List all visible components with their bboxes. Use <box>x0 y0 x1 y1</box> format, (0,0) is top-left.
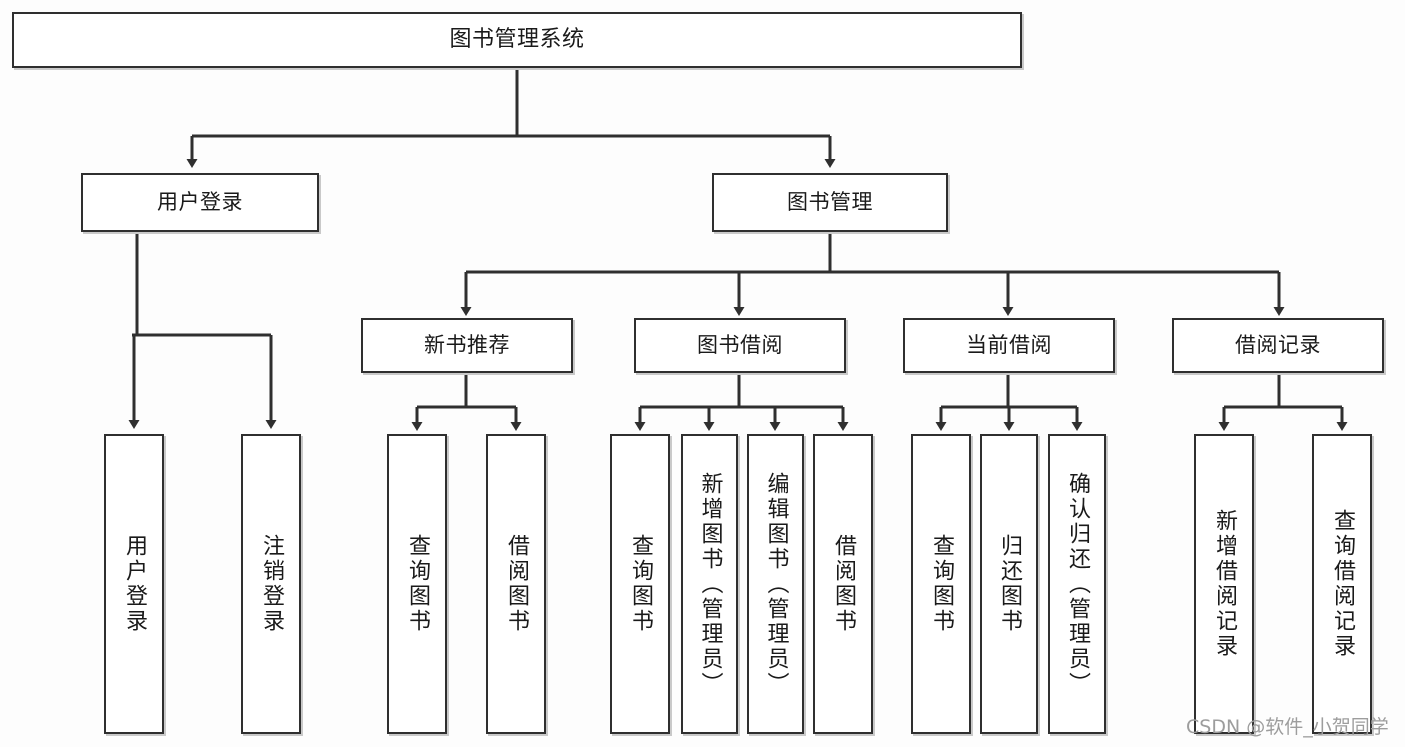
node-label: 新书推荐 <box>424 333 510 358</box>
node-label: 图书借阅 <box>697 333 783 358</box>
node-label: 当前借阅 <box>966 333 1052 358</box>
node-leaf-query-borrow-record[interactable]: 查询借阅记录 <box>1312 434 1372 734</box>
node-leaf-logout[interactable]: 注销登录 <box>241 434 301 734</box>
node-user-login[interactable]: 用户登录 <box>81 173 319 232</box>
node-label: 借阅图书 <box>504 534 529 634</box>
node-leaf-return-book[interactable]: 归还图书 <box>980 434 1038 734</box>
node-root-book-management-system[interactable]: 图书管理系统 <box>12 12 1022 68</box>
node-label: 图书管理 <box>787 190 873 215</box>
node-label: 注销登录 <box>259 534 284 634</box>
node-label: 借阅记录 <box>1235 333 1321 358</box>
node-label: 查询图书 <box>628 534 653 634</box>
node-book-management[interactable]: 图书管理 <box>712 173 948 232</box>
node-label: 编辑图书（管理员） <box>763 471 789 697</box>
node-leaf-add-borrow-record[interactable]: 新增借阅记录 <box>1194 434 1254 734</box>
node-label: 新增借阅记录 <box>1212 509 1237 659</box>
node-leaf-query-book-current[interactable]: 查询图书 <box>911 434 971 734</box>
node-leaf-query-book-borrow[interactable]: 查询图书 <box>610 434 670 734</box>
node-label: 查询图书 <box>929 534 954 634</box>
node-leaf-user-login[interactable]: 用户登录 <box>104 434 164 734</box>
node-label: 确认归还（管理员） <box>1065 471 1090 697</box>
node-label: 查询借阅记录 <box>1330 509 1355 659</box>
node-label: 用户登录 <box>122 534 147 634</box>
node-new-book-recommend[interactable]: 新书推荐 <box>361 318 573 373</box>
node-leaf-borrow-book[interactable]: 借阅图书 <box>813 434 873 734</box>
node-label: 查询图书 <box>405 534 430 634</box>
node-label: 图书管理系统 <box>449 27 585 53</box>
node-label: 用户登录 <box>157 190 243 215</box>
node-borrow-record[interactable]: 借阅记录 <box>1172 318 1384 373</box>
node-leaf-query-book-recommend[interactable]: 查询图书 <box>387 434 447 734</box>
node-book-borrow[interactable]: 图书借阅 <box>634 318 846 373</box>
node-label: 归还图书 <box>997 534 1022 634</box>
node-label: 借阅图书 <box>831 534 856 634</box>
node-leaf-borrow-book-recommend[interactable]: 借阅图书 <box>486 434 546 734</box>
node-leaf-edit-book-admin[interactable]: 编辑图书（管理员） <box>747 434 804 734</box>
node-current-borrow[interactable]: 当前借阅 <box>903 318 1115 373</box>
node-label: 新增图书（管理员） <box>697 471 723 697</box>
node-leaf-confirm-return-admin[interactable]: 确认归还（管理员） <box>1048 434 1106 734</box>
node-leaf-add-book-admin[interactable]: 新增图书（管理员） <box>681 434 738 734</box>
